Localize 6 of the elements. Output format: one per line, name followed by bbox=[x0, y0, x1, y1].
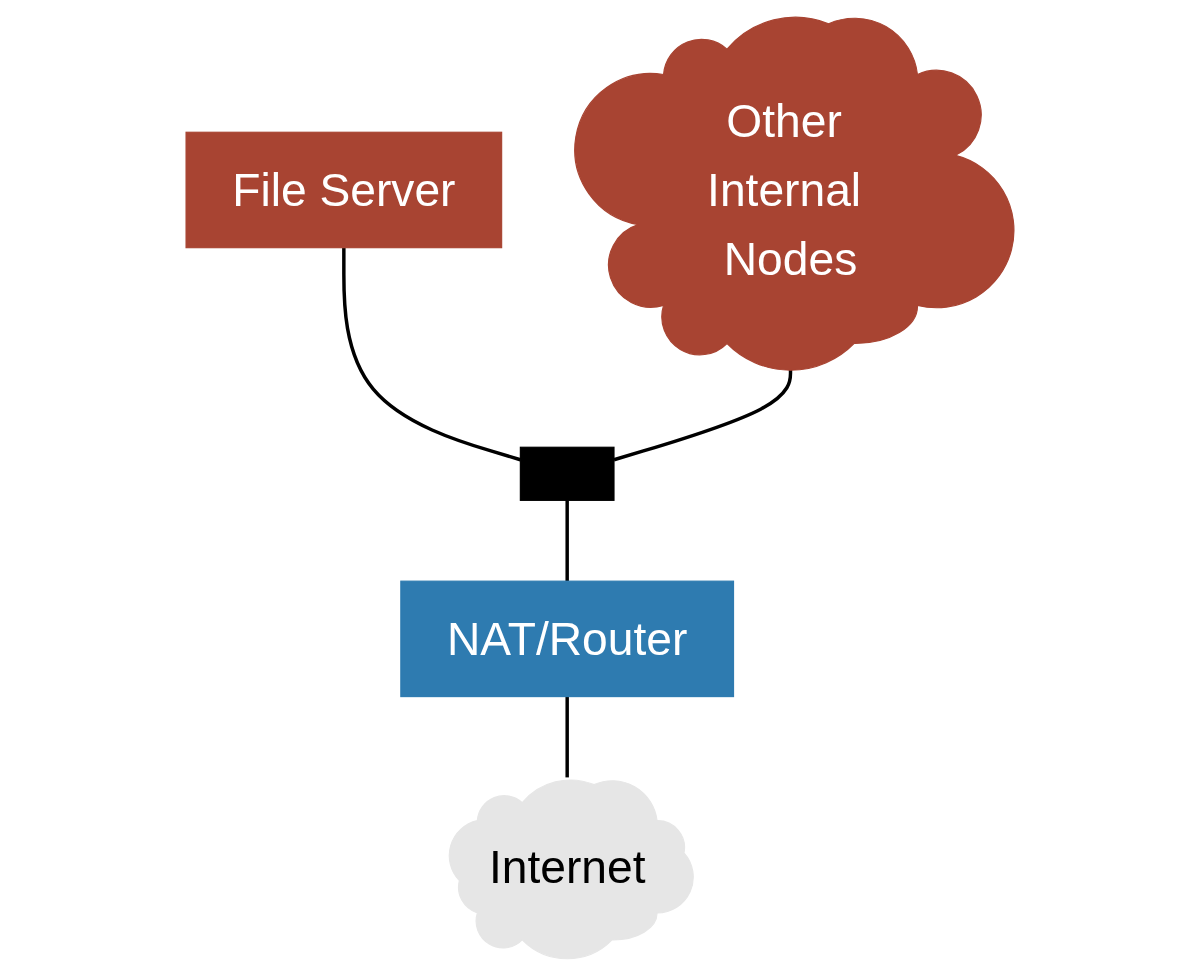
connector bbox=[565, 500, 569, 582]
connector bbox=[565, 696, 569, 778]
connector bbox=[342, 247, 521, 462]
node-box: File Server bbox=[185, 131, 503, 249]
node-bar bbox=[519, 446, 615, 501]
node-box: NAT/Router bbox=[400, 580, 735, 698]
